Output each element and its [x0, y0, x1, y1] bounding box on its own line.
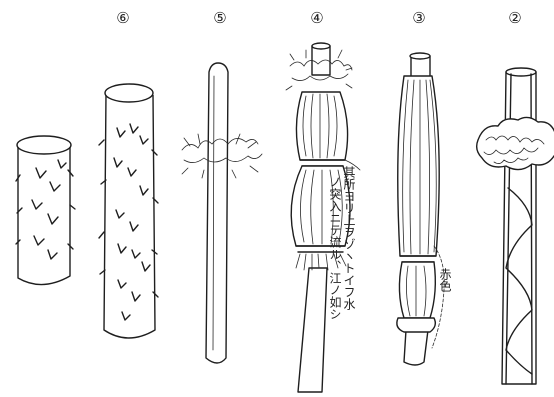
figure-2-tuft	[477, 117, 554, 169]
figure-4-note-line-1: 其所ヨリ上ヲゾヽトイフ水	[342, 166, 356, 310]
figure-6-short-stump	[16, 136, 75, 285]
figure-3-bundle	[397, 76, 439, 332]
figure-number-6: ⑥	[116, 9, 129, 27]
figure-number-3: ③	[412, 9, 425, 27]
figure-number-2: ②	[508, 9, 521, 27]
figure-4-upper-bundle	[296, 92, 347, 166]
figure-6-tall-trunk	[99, 84, 158, 338]
figure-number-5: ⑤	[213, 9, 226, 27]
figure-number-4: ④	[310, 9, 323, 27]
figure-5-rod	[206, 63, 228, 363]
figure-4-annotation: 其所ヨリ上ヲゾヽトイフ水 ノ突入ニテ流ル、江ノ如シ	[328, 160, 360, 320]
figure-3-color-label: 赤色	[438, 268, 452, 292]
figure-4-note-line-2: ノ突入ニテ流ル、江ノ如シ	[328, 176, 342, 320]
